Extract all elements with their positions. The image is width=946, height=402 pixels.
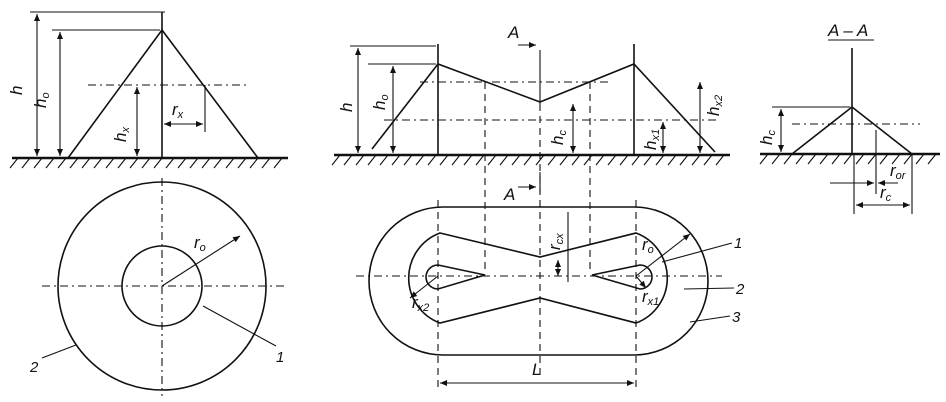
dim-r0	[635, 233, 691, 277]
section-profile	[791, 105, 913, 155]
label-h0: ho	[370, 94, 391, 110]
label-2: 2	[735, 281, 745, 298]
section-AA: A – A hc ror rc	[757, 21, 940, 214]
leader-1	[202, 305, 277, 347]
inner-zone-left	[425, 264, 486, 290]
label-rcx: rcx	[545, 233, 566, 250]
label-r0: ro	[642, 235, 654, 256]
middle-zone-contour	[407, 232, 669, 324]
label-hc: hc	[757, 130, 778, 145]
double-rod-elevation: h ho hc hx1 hx2 A A	[331, 23, 730, 380]
protection-cone	[67, 28, 259, 159]
leader-2	[683, 287, 735, 290]
section-mark-top: A	[507, 23, 519, 42]
single-rod-elevation: h ho hx rx	[7, 11, 288, 169]
label-r0r: ror	[890, 161, 907, 182]
label-rx: rx	[172, 100, 184, 121]
label-hx: hx	[111, 127, 132, 142]
label-hc: hc	[548, 130, 569, 145]
ground-hatching	[331, 154, 725, 166]
label-rc: rc	[880, 183, 892, 204]
label-hx1: hx1	[641, 129, 662, 150]
ground-hatching	[759, 153, 937, 165]
label-1: 1	[276, 349, 284, 366]
dim-r0	[161, 235, 241, 287]
double-rod-plan: rcx ro rx1 rx2 1 2 3 L	[356, 200, 745, 390]
label-1: 1	[734, 235, 742, 252]
label-h: h	[7, 86, 26, 95]
leader-3	[689, 315, 731, 323]
ground-hatching	[9, 157, 283, 169]
leader-1	[661, 242, 733, 263]
label-rx2: rx2	[412, 293, 429, 314]
label-2: 2	[29, 359, 39, 376]
label-hx2: hx2	[704, 95, 725, 116]
section-mark-bottom: A	[503, 185, 515, 204]
label-rx1: rx1	[642, 287, 659, 308]
label-h0: ho	[31, 92, 52, 108]
label-3: 3	[732, 309, 741, 326]
single-rod-plan: ro 1 2	[29, 178, 284, 396]
label-r0: ro	[194, 233, 206, 254]
outer-zone-contour	[368, 206, 709, 356]
inner-zone-right	[591, 264, 653, 290]
label-h: h	[337, 103, 356, 112]
section-title: A – A	[827, 21, 868, 40]
label-L: L	[532, 360, 541, 379]
leader-2	[41, 344, 77, 359]
